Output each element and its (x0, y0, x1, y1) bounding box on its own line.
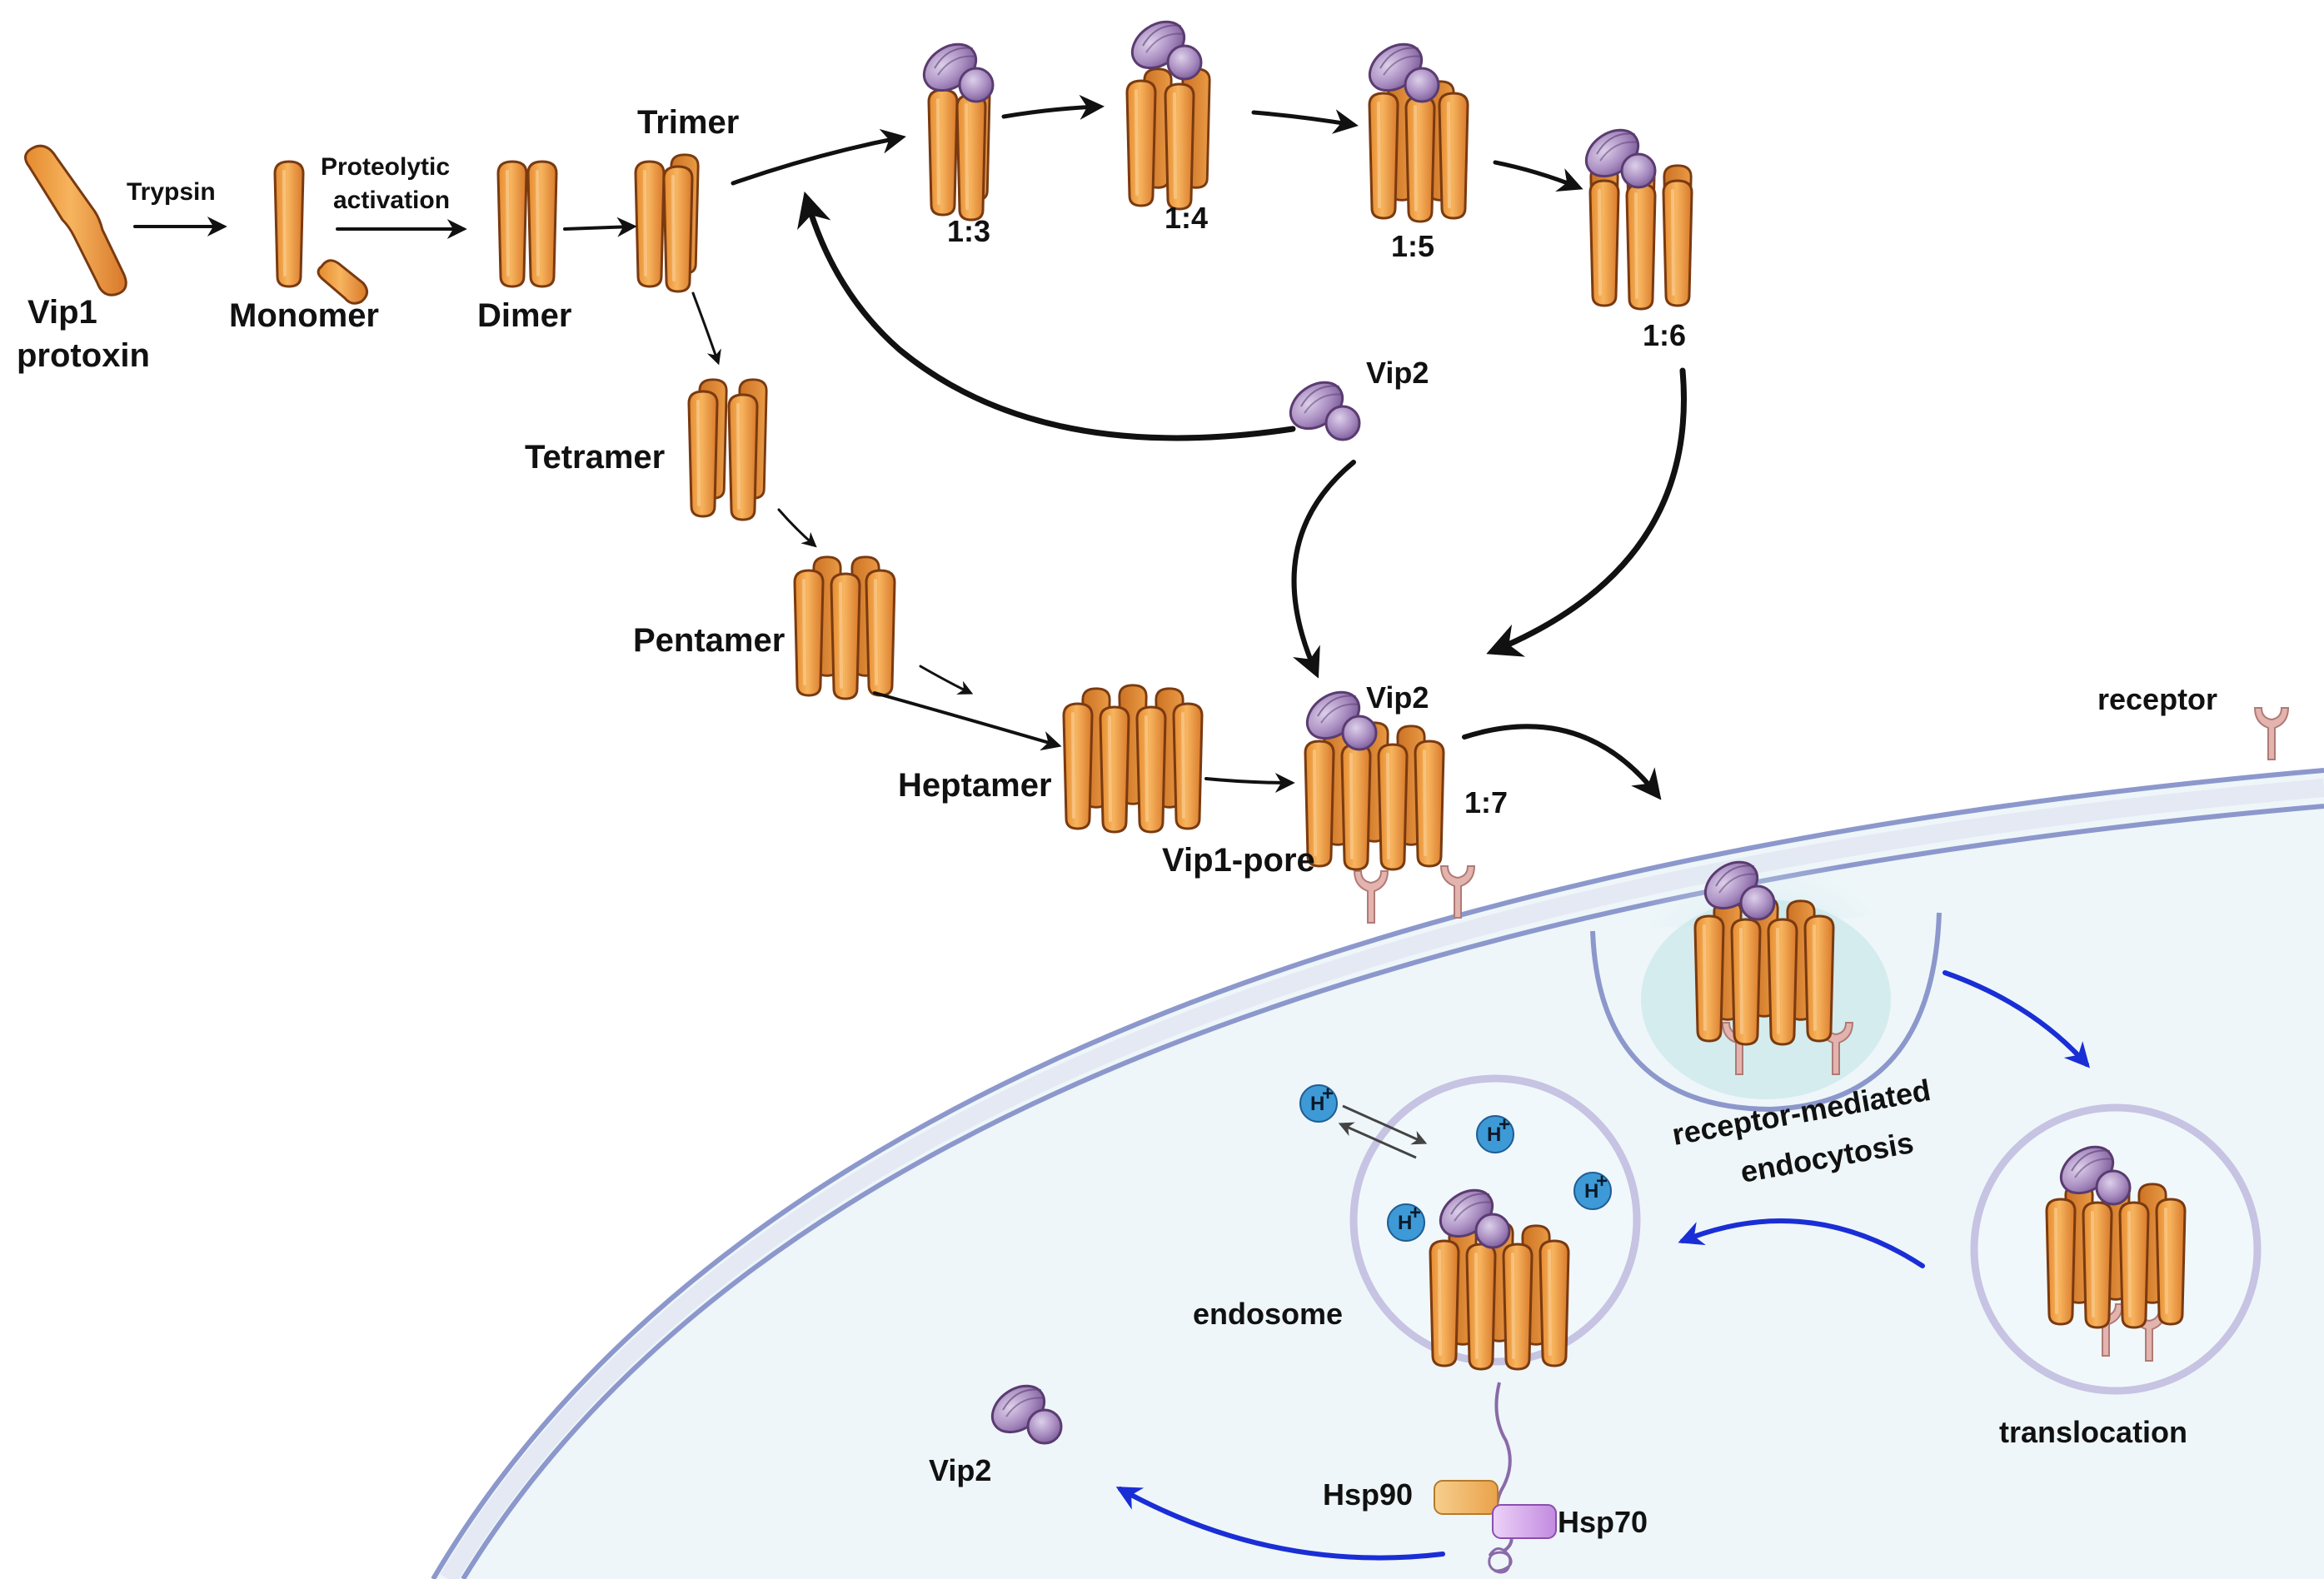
arrow-1-6-pore (1486, 367, 1687, 657)
label-vip2-pore: Vip2 (1366, 680, 1429, 715)
label-ratio-1-5: 1:5 (1391, 229, 1434, 263)
svg-text:H: H (1398, 1212, 1412, 1234)
arrow-1-5-1-6 (1493, 160, 1583, 192)
vip1-trimer (634, 153, 700, 293)
label-vip1: Vip1 (27, 294, 97, 331)
label-dimer: Dimer (477, 297, 571, 334)
complex-1-3 (914, 33, 995, 222)
proton: H+ (1387, 1202, 1425, 1242)
arrow-release-vip2 (1115, 1487, 1445, 1561)
label-activation: activation (333, 187, 450, 214)
label-receptor: receptor (2097, 682, 2217, 716)
vip1-dimer (496, 160, 558, 288)
label-pentamer: Pentamer (633, 622, 785, 659)
arrow-1-4-1-5 (1251, 109, 1359, 134)
arrow-heptamer-pore (1204, 772, 1295, 793)
blue-arrows (1115, 970, 2090, 1561)
label-ratio-1-7: 1:7 (1464, 785, 1508, 819)
proton: H+ (1299, 1083, 1338, 1123)
complex-1-5 (1359, 33, 1469, 223)
label-monomer: Monomer (229, 297, 379, 334)
vip1-protoxin (24, 144, 127, 296)
svg-text:+: + (1409, 1202, 1421, 1224)
proton: H+ (1573, 1170, 1612, 1210)
arrow-vip2-pore (1291, 460, 1356, 679)
arrow-pentamer-heptamer-2 (873, 691, 1062, 751)
label-heptamer: Heptamer (898, 767, 1052, 804)
label-protoxin: protoxin (17, 337, 150, 374)
receptor-free (2254, 707, 2289, 760)
labels: Vip1 protoxin Trypsin Proteolytic activa… (17, 104, 2217, 1539)
label-hsp70: Hsp70 (1558, 1505, 1648, 1539)
proton: H+ (1476, 1113, 1514, 1153)
label-translocation: translocation (1999, 1415, 2187, 1449)
svg-text:H: H (1487, 1123, 1501, 1146)
svg-text:+: + (1322, 1083, 1334, 1105)
label-vip2-free: Vip2 (1366, 356, 1429, 390)
svg-text:H: H (1310, 1093, 1324, 1115)
label-trimer: Trimer (637, 104, 739, 141)
arrow-vip2-recycle (797, 191, 1296, 441)
label-endosome: endosome (1193, 1297, 1343, 1331)
hsp90-chaperone (1434, 1480, 1499, 1515)
plasma-membrane-outer (431, 768, 2324, 1579)
arrow-dimer-trimer (563, 217, 637, 237)
label-hsp90: Hsp90 (1323, 1477, 1413, 1512)
label-trypsin: Trypsin (127, 178, 216, 206)
vip1-monomer (273, 160, 368, 305)
svg-text:+: + (1499, 1113, 1510, 1136)
vip1-pentamer (793, 555, 896, 700)
complex-1-4 (1122, 11, 1211, 211)
arrows (133, 94, 1687, 800)
label-ratio-1-6: 1:6 (1643, 318, 1686, 352)
svg-text:+: + (1596, 1170, 1608, 1193)
label-vip1-pore: Vip1-pore (1162, 842, 1315, 879)
plasma-membrane-inner (461, 804, 2324, 1579)
arrow-1-3-1-4 (1001, 94, 1105, 120)
arrow-pentamer-heptamer (919, 665, 974, 695)
arrow-tetramer-pentamer (777, 508, 817, 548)
label-vip2-released: Vip2 (929, 1453, 991, 1487)
svg-text:H: H (1584, 1180, 1598, 1203)
arrow-pore-cell (1462, 724, 1662, 800)
arrow-trimer-1-3 (731, 128, 906, 186)
proton-exchange-arrows (1338, 1104, 1428, 1159)
vip1-tetramer (687, 378, 768, 521)
vip1-vip2-pore-1-7 (1297, 681, 1475, 924)
complex-1-6 (1576, 119, 1693, 311)
vip1-heptamer (1064, 685, 1202, 832)
arrow-pit-translocation (1942, 970, 2090, 1068)
label-tetramer: Tetramer (525, 439, 665, 476)
label-ratio-1-4: 1:4 (1164, 201, 1208, 235)
label-ratio-1-3: 1:3 (947, 214, 990, 248)
hsp70-chaperone (1492, 1504, 1557, 1539)
label-proteolytic: Proteolytic (321, 153, 450, 181)
arrow-trimer-tetramer (691, 291, 721, 366)
arrow-translocation-endosome (1678, 1218, 1925, 1268)
